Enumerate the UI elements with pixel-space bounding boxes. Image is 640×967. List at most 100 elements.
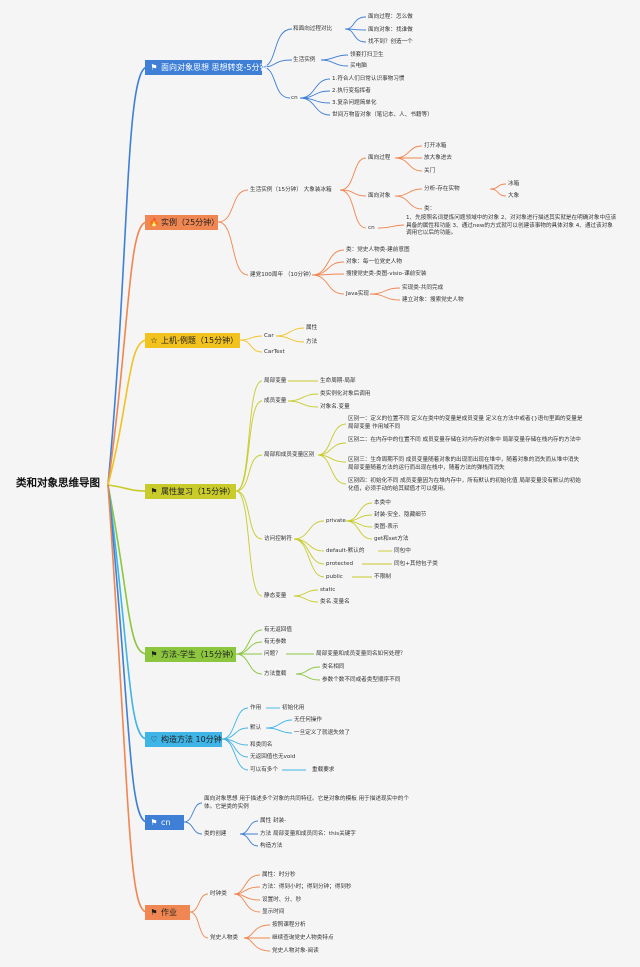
flag-icon: ⚑ xyxy=(150,487,158,496)
node[interactable]: private xyxy=(326,518,346,524)
node[interactable]: Car xyxy=(264,333,274,339)
node[interactable]: 访问控制符 xyxy=(264,536,292,542)
node-note[interactable]: 区别四：初始化不同 成员变量因为在堆内存中，所有默认的初始化值 局部变量没有默认… xyxy=(348,478,581,492)
topic-cn[interactable]: ⚑cn xyxy=(145,815,184,830)
node[interactable]: 党史人物类 xyxy=(210,935,238,941)
node[interactable]: 买电脑 xyxy=(350,63,367,69)
root-topic[interactable]: 类和对象思维导图 xyxy=(16,477,100,489)
node[interactable]: 局部变量和成员变量同名如何处理？ xyxy=(316,651,406,657)
topic-examples[interactable]: 🔥实例（25分钟） xyxy=(145,215,219,230)
node[interactable]: 不限制 xyxy=(374,574,391,580)
node[interactable]: 构造方法 xyxy=(260,843,283,849)
topic-attribute-review[interactable]: ⚑属性复习（15分钟） xyxy=(145,484,236,499)
node[interactable]: CarTest xyxy=(264,349,285,355)
node[interactable]: 领套打扫卫生 xyxy=(350,52,384,58)
node-note[interactable]: 面向对象思想 用于描述多个对象的共同特征。它是对象的模板 用于描述现实中的个体。… xyxy=(204,796,409,810)
node[interactable]: 面向过程 xyxy=(368,155,391,161)
node[interactable]: 放大象进去 xyxy=(424,155,452,161)
node[interactable]: 继续查询党史人物类特点 xyxy=(272,935,334,941)
node[interactable]: 和面向过程对比 xyxy=(293,26,333,32)
node[interactable]: 面向过程：怎么做 xyxy=(368,14,413,20)
node[interactable]: 方法重载 xyxy=(264,671,287,677)
node[interactable]: 类名.变量名 xyxy=(320,599,350,605)
node-note[interactable]: 区别三：生命周期不同 成员变量随着对象的出现而出现在堆中，随着对象的消失而从堆中… xyxy=(348,457,580,471)
node[interactable]: 方法：得到小时；得到分钟；得到秒 xyxy=(262,884,352,890)
node[interactable]: 方法 局部变量和成员同名：this关键字 xyxy=(260,831,356,837)
node[interactable]: 初始化用 xyxy=(282,705,305,711)
node-note[interactable]: 区别二：在内存中的位置不同 成员变量存储在对内存的对象中 局部变量存储在栈内存的… xyxy=(348,437,581,443)
node[interactable]: 找不到？创造一个 xyxy=(368,39,413,45)
node-note[interactable]: 1、先按照名词提炼问题领域中的对象 2、对对象进行描述其实就是在明确对象中应该具… xyxy=(406,215,617,237)
node[interactable]: 对象：每一位党史人物 xyxy=(346,259,402,265)
node[interactable]: 2.执行变指挥者 xyxy=(332,88,371,94)
node[interactable]: 有无返回值 xyxy=(264,627,292,633)
node[interactable]: 有无参数 xyxy=(264,639,287,645)
node[interactable]: 1.符合人们日常认识事物习惯 xyxy=(332,76,405,82)
node[interactable]: 显示时间 xyxy=(262,909,285,915)
node[interactable]: 打开冰箱 xyxy=(424,143,447,149)
node[interactable]: 重载要求 xyxy=(312,767,335,773)
topic-method-student[interactable]: ⚑方法-学生（15分钟） xyxy=(145,647,238,662)
node[interactable]: 3.复杂问题简单化 xyxy=(332,100,377,106)
node[interactable]: static xyxy=(320,587,336,593)
node[interactable]: 局部和成员变量区别 xyxy=(264,452,315,458)
node[interactable]: 实现类-共同完成 xyxy=(402,285,444,291)
node[interactable]: 无返回值也无void xyxy=(250,754,296,760)
topic-constructor[interactable]: ♡构造方法 10分钟 xyxy=(145,732,222,747)
node[interactable]: 生命周期-局部 xyxy=(320,378,356,384)
node[interactable]: 建党100周年 （10分钟） xyxy=(250,272,315,278)
node[interactable]: 成员变量 xyxy=(264,398,287,404)
node[interactable]: 关门 xyxy=(424,168,436,174)
node[interactable]: 类名相同 xyxy=(322,664,345,670)
node-note[interactable]: 区别一：定义的位置不同 定义在类中的变量是成员变量 定义在方法中或者{}语句里面… xyxy=(348,416,583,430)
node[interactable]: 对象名.变量 xyxy=(320,404,350,410)
node[interactable]: 搜搜党史类-类图-visio-课前安装 xyxy=(346,271,427,277)
node[interactable]: cn xyxy=(368,225,375,231)
node[interactable]: 属性 封装- xyxy=(260,818,287,824)
node[interactable]: 按照课程分析 xyxy=(272,922,306,928)
node[interactable]: 属性：时分秒 xyxy=(262,872,296,878)
topic-oop-thinking[interactable]: ⚑面向对象思想 思想转变-5分钟 xyxy=(145,60,268,75)
node[interactable]: 生活实例（15分钟） 大象装冰箱 xyxy=(250,187,332,193)
node[interactable]: 分析-存在实物 xyxy=(424,186,460,192)
node[interactable]: 生活实例 xyxy=(293,57,316,63)
node[interactable]: 建立对象：搜索党史人物 xyxy=(402,297,464,303)
node[interactable]: 面向对象：找谁做 xyxy=(368,27,413,33)
node[interactable]: 类图-表示 xyxy=(374,524,399,530)
node[interactable]: 类的创建 xyxy=(204,831,227,837)
node[interactable]: 方法 xyxy=(306,339,318,345)
node[interactable]: 静态变量 xyxy=(264,593,287,599)
node[interactable]: 世间万物皆对象（笔记本、人、书籍等） xyxy=(332,112,433,118)
node[interactable]: protected xyxy=(326,561,354,567)
topic-homework[interactable]: ⚑作业 xyxy=(145,905,190,920)
node[interactable]: get和set方法 xyxy=(374,536,409,542)
node[interactable]: cn xyxy=(291,95,298,101)
node[interactable]: 党史人物对象-阅读 xyxy=(272,948,319,954)
node[interactable]: Java实现 xyxy=(346,291,370,297)
node[interactable]: 封装-安全、隐藏细节 xyxy=(374,512,427,518)
node[interactable]: 设置时、分、秒 xyxy=(262,897,302,903)
topic-lab-exercise[interactable]: ☆上机-例题（15分钟） xyxy=(145,333,240,348)
node[interactable]: 作用 xyxy=(250,705,262,711)
node[interactable]: 局部变量 xyxy=(264,378,287,384)
node[interactable]: 冰箱 xyxy=(508,181,520,187)
node[interactable]: 同包+其他包子类 xyxy=(394,561,438,567)
node[interactable]: 本类中 xyxy=(374,500,391,506)
node[interactable]: 面向对象 xyxy=(368,193,391,199)
node[interactable]: default-默认的 xyxy=(326,548,365,554)
node[interactable]: 可以有多个 xyxy=(250,767,278,773)
node[interactable]: 时钟类 xyxy=(210,891,227,897)
node[interactable]: 同包中 xyxy=(394,548,411,554)
node[interactable]: 和类同名 xyxy=(250,742,273,748)
node[interactable]: 问题？ xyxy=(264,651,281,657)
node[interactable]: 无任何操作 xyxy=(294,717,322,723)
node[interactable]: 大象 xyxy=(508,193,520,199)
node[interactable]: 类： xyxy=(424,206,436,212)
node[interactable]: 默认 xyxy=(250,725,262,731)
node[interactable]: 属性 xyxy=(306,325,318,331)
node[interactable]: 一旦定义了就退失效了 xyxy=(294,730,350,736)
node[interactable]: 类实例化对象后调用 xyxy=(320,391,371,397)
node[interactable]: public xyxy=(326,574,343,580)
node[interactable]: 参数个数不同或者类型顺序不同 xyxy=(322,677,401,683)
node[interactable]: 类：党史人物类-建前意图 xyxy=(346,247,410,253)
